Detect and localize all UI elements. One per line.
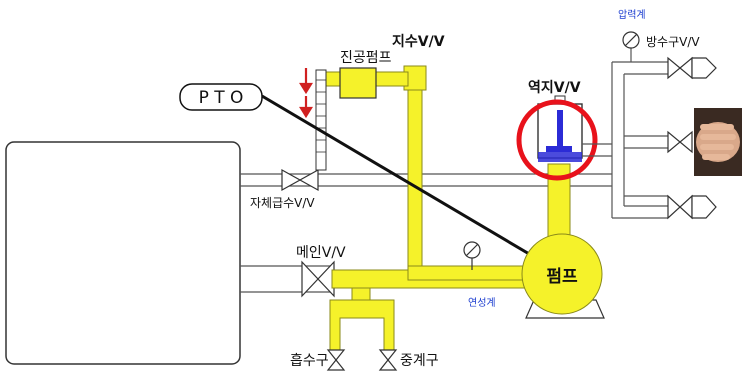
pto-shaft (262, 96, 536, 258)
discharge-valve-icon (668, 196, 716, 218)
relay-port-valve-icon (380, 350, 396, 370)
hand-photo (694, 108, 742, 176)
suction-port-label: 흡수구 (290, 353, 329, 369)
main-valve-label: 메인V/V (296, 245, 346, 261)
self-supply-valve-icon (282, 170, 318, 190)
discharge-valve-icon (668, 58, 716, 78)
discharge-valve-label: 방수구V/V (646, 35, 700, 49)
water-tank (6, 142, 240, 364)
relay-port-label: 중계구 (400, 353, 439, 369)
priming-valve-label: 지수V/V (392, 34, 445, 50)
compound-gauge-label: 연성계 (468, 297, 496, 309)
pressure-gauge-label: 압력계 (618, 8, 646, 21)
main-valve-icon (302, 262, 334, 296)
pto-label: P T O (199, 88, 244, 108)
vacuum-pump-label: 진공펌프 (340, 50, 392, 66)
red-down-arrows-icon (301, 68, 311, 116)
check-valve-label: 역지V/V (528, 79, 581, 96)
discharge-valve-icon (668, 132, 692, 152)
pressure-gauge-icon (623, 32, 639, 48)
suction-port-valve-icon (328, 350, 344, 370)
self-supply-valve-label: 자체급수V/V (250, 196, 315, 210)
pump-label: 펌프 (546, 267, 578, 287)
